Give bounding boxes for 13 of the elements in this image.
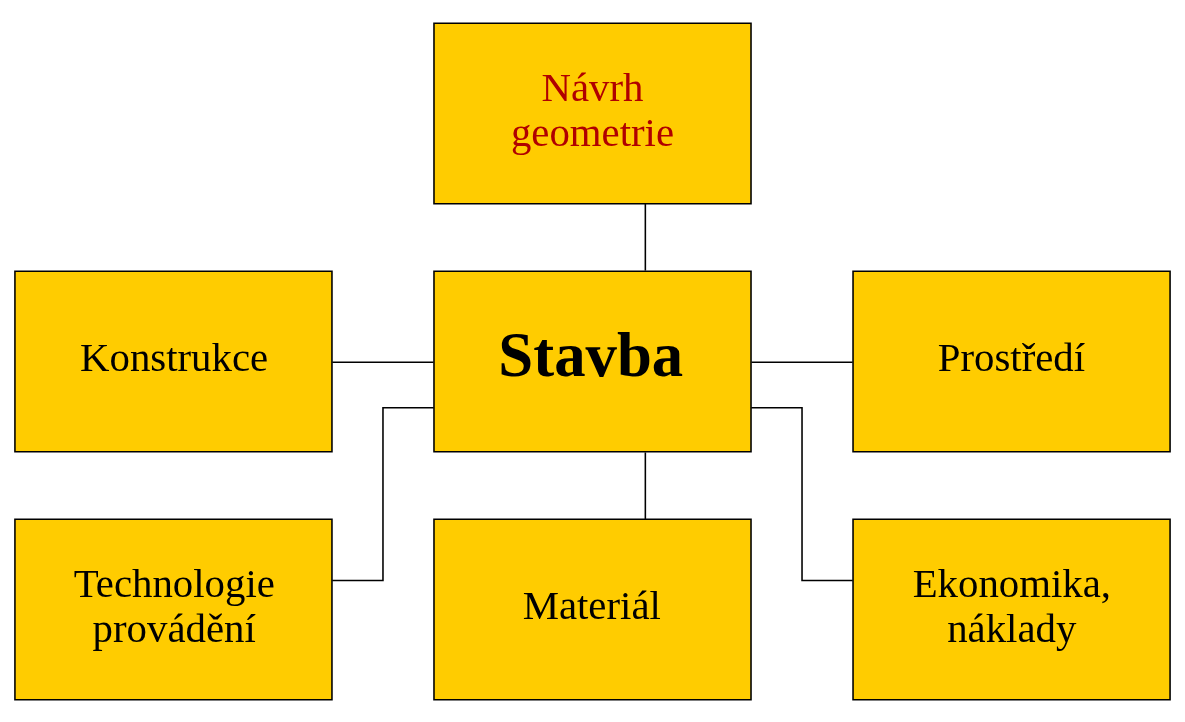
connector [644,451,647,520]
node-box: Prostředí [852,269,1171,453]
connector [644,202,647,271]
node-box: Konstrukce [14,269,333,453]
connector [331,361,435,363]
node-box: Návrh geometrie [433,22,752,205]
node-box: Materiál [433,517,752,700]
node-box: Technologie provádění [14,517,333,700]
node-box: Stavba [433,269,752,453]
node-box: Ekonomika, náklady [852,517,1171,700]
connector [750,361,854,363]
connector [750,406,854,581]
connector [331,406,435,581]
